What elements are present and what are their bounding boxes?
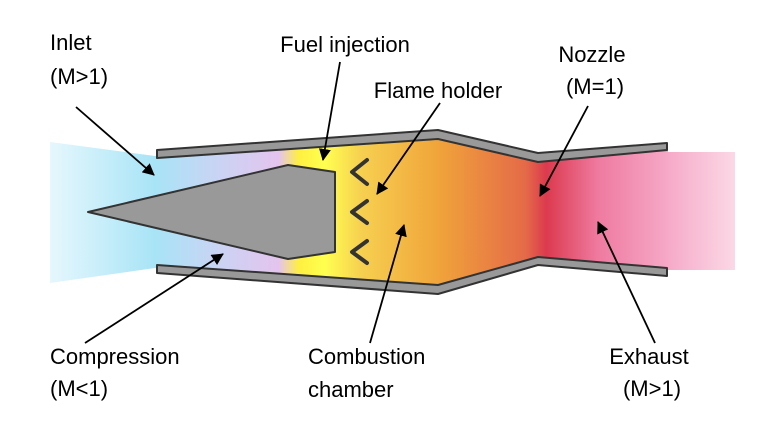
fuel-injection-arrow (318, 61, 341, 161)
combustion-label-line2: chamber (308, 377, 394, 402)
nozzle-arrow (539, 105, 589, 197)
flame-holder-2 (350, 199, 369, 225)
nozzle-label-line2: (M=1) (566, 74, 624, 99)
exhaust-flow (668, 152, 735, 270)
lower-engine-wall (156, 256, 668, 295)
exhaust-arrow (597, 221, 656, 344)
compression-arrow (84, 253, 224, 344)
compression-label-line2: (M<1) (50, 376, 108, 401)
exhaust-label: Exhaust (M>1) (609, 344, 695, 401)
inlet-label: Inlet (M>1) (50, 30, 108, 89)
exhaust-label-line2: (M>1) (623, 376, 681, 401)
flame-holder-label: Flame holder (374, 78, 502, 103)
inlet-label-line2: (M>1) (50, 64, 108, 89)
flame-holder-arrow (376, 102, 441, 195)
flame-holder-1 (350, 158, 369, 186)
compression-label: Compression (M<1) (50, 344, 186, 401)
fuel-injection-label-line1: Fuel injection (280, 32, 410, 57)
exhaust-label-line1: Exhaust (609, 344, 689, 369)
nozzle-label-line1: Nozzle (558, 42, 625, 67)
inlet-label-line1: Inlet (50, 30, 92, 55)
center-cone (87, 164, 336, 260)
flame-holders (350, 158, 369, 265)
fuel-injection-label: Fuel injection (280, 32, 410, 57)
combustion-label: Combustion chamber (308, 344, 432, 402)
combustion-label-line1: Combustion (308, 344, 425, 369)
flame-holder-label-line1: Flame holder (374, 78, 502, 103)
flame-holder-3 (350, 239, 369, 265)
combustion-arrow (369, 224, 407, 344)
nozzle-label: Nozzle (M=1) (558, 42, 631, 99)
upper-engine-wall (156, 129, 668, 163)
compression-label-line1: Compression (50, 344, 180, 369)
inlet-arrow (75, 106, 155, 176)
